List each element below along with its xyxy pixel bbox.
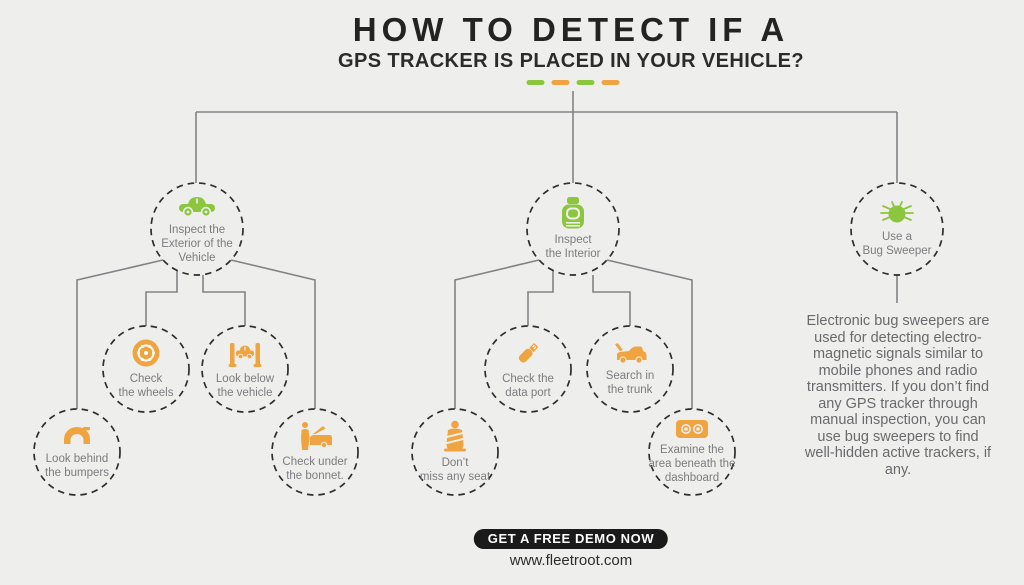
node-seat-label: Don’t miss any seat	[419, 456, 491, 483]
node-wheels: Check the wheels	[96, 326, 196, 412]
node-bug-sweeper: Use a Bug Sweeper	[847, 183, 947, 275]
car-lift-icon	[228, 342, 262, 367]
node-interior-label: Inspect the Interior	[545, 233, 601, 260]
node-below-vehicle: Look below the vehicle	[195, 326, 295, 412]
node-interior: Inspect the Interior	[523, 183, 623, 275]
node-wheels-label: Check the wheels	[118, 372, 174, 399]
car-icon	[179, 196, 215, 218]
node-below-vehicle-circle	[201, 325, 289, 413]
node-circles	[33, 182, 944, 496]
node-dashboard: Examine the area beneath the dashboard	[642, 409, 742, 495]
node-exterior-label: Inspect the Exterior of the Vehicle	[161, 223, 233, 264]
node-seat: Don’t miss any seat	[405, 409, 505, 495]
title-underline-dash	[551, 80, 570, 85]
node-below-vehicle-label: Look below the vehicle	[215, 372, 275, 399]
bug-icon	[880, 201, 914, 223]
node-bonnet: Check under the bonnet.	[265, 409, 365, 495]
node-bumpers-circle	[33, 408, 121, 496]
node-trunk-label: Search in the trunk	[605, 369, 655, 396]
page-subtitle: GPS TRACKER IS PLACED IN YOUR VEHICLE?	[338, 50, 804, 72]
node-trunk-circle	[586, 325, 674, 413]
top-tree-connector	[195, 91, 898, 183]
car-seat-icon	[562, 196, 584, 229]
interior-branch-connector	[454, 259, 693, 409]
usb-icon	[518, 343, 538, 363]
node-exterior-circle	[150, 182, 244, 276]
node-exterior: Inspect the Exterior of the Vehicle	[147, 183, 247, 275]
title-underline	[526, 80, 620, 85]
title-underline-dash	[576, 80, 595, 85]
node-bonnet-circle	[271, 408, 359, 496]
node-data-port-label: Check the data port	[502, 372, 554, 399]
node-interior-circle	[526, 182, 620, 276]
bug-sweeper-description: Electronic bug sweepers are used for det…	[804, 313, 992, 478]
mechanic-icon	[301, 421, 332, 450]
dashboard-icon	[676, 419, 708, 438]
connector-lines	[76, 91, 898, 409]
title-underline-dash	[601, 80, 620, 85]
node-trunk: Search in the trunk	[580, 326, 680, 412]
exterior-branch-connector	[76, 259, 316, 409]
node-wheels-circle	[102, 325, 190, 413]
page-title: HOW TO DETECT IF A	[352, 11, 790, 48]
free-demo-button[interactable]: GET A FREE DEMO NOW	[473, 529, 669, 549]
node-bonnet-label: Check under the bonnet.	[282, 455, 348, 482]
node-data-port-circle	[484, 325, 572, 413]
node-dashboard-label: Examine the area beneath the dashboard	[648, 443, 736, 484]
node-dashboard-circle	[648, 408, 736, 496]
car-trunk-icon	[615, 342, 647, 364]
node-bug-sweeper-label: Use a Bug Sweeper	[862, 230, 932, 257]
title-underline-dash	[526, 80, 545, 85]
node-data-port: Check the data port	[478, 326, 578, 412]
wheel-icon	[132, 339, 160, 367]
node-bumpers-label: Look behind the bumpers	[45, 452, 109, 479]
baby-seat-icon	[444, 420, 466, 452]
node-bumpers: Look behind the bumpers	[27, 409, 127, 495]
bumper-icon	[64, 426, 90, 444]
node-bug-sweeper-circle	[850, 182, 944, 276]
node-seat-circle	[411, 408, 499, 496]
website-link[interactable]: www.fleetroot.com	[509, 552, 633, 569]
